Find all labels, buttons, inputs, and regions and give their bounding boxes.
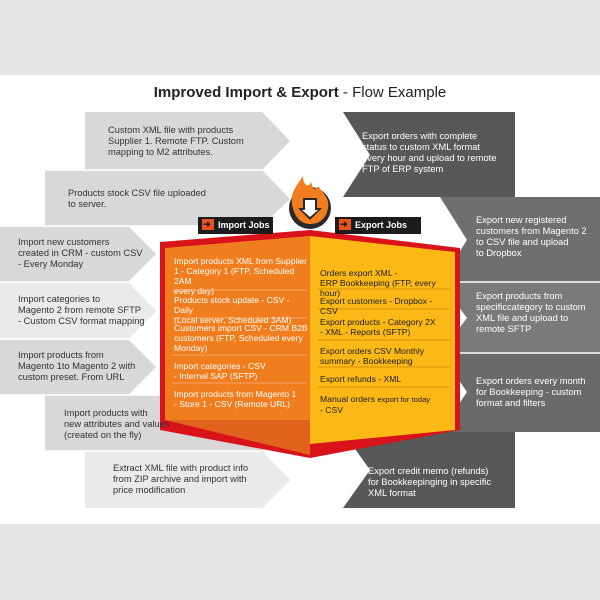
right-band-1 [343,112,515,197]
flame-icon [289,176,331,229]
import-block-tail [165,420,310,455]
export-job-3: Export products - Category 2X- XML - Rep… [320,317,436,337]
left-band-3 [0,226,156,282]
export-separators [318,288,450,388]
import-job-2: Products stock update - CSV - Daily(Loca… [174,295,292,325]
export-jobs-label: Export Jobs [335,216,421,234]
export-job-5: Export refunds - XML [320,374,402,384]
export-jobs-text: Export Jobs [355,220,408,230]
left-band-1 [85,112,290,170]
title-bold: Improved Import & Export [153,84,339,101]
arrow-in-icon [202,216,214,233]
export-job-1: Orders export XML -ERP Bookkeeping (FTP,… [320,268,436,298]
export-job-2: Export customers - Dropbox - CSV [320,296,433,316]
right-band-dividers [440,281,600,354]
title-rest: - Flow Example [338,84,447,101]
page-title: Improved Import & Export - Flow Example [0,84,600,101]
left-band-lighteners [0,282,290,508]
import-separators [172,289,307,384]
left-band-2 [45,170,290,226]
left-band-5 [0,339,156,395]
import-jobs-label: Import Jobs [198,216,273,234]
right-band-2 [440,197,600,282]
export-job-6: Manual orders export for today - CSV [320,394,431,415]
right-band-5 [343,432,515,508]
import-jobs-text: Import Jobs [218,220,270,230]
right-item-5: Export credit memo (refunds)for Bookkeep… [368,466,491,498]
right-band-3 [440,282,600,353]
import-block [165,236,310,420]
import-job-5: Import products from Magento 1- Store 1 … [174,389,297,409]
right-bands [343,112,600,508]
arrow-out-icon [339,216,351,233]
import-job-4: Import categories - CSV- Internal SAP (S… [174,361,266,381]
right-band-4 [440,353,600,432]
